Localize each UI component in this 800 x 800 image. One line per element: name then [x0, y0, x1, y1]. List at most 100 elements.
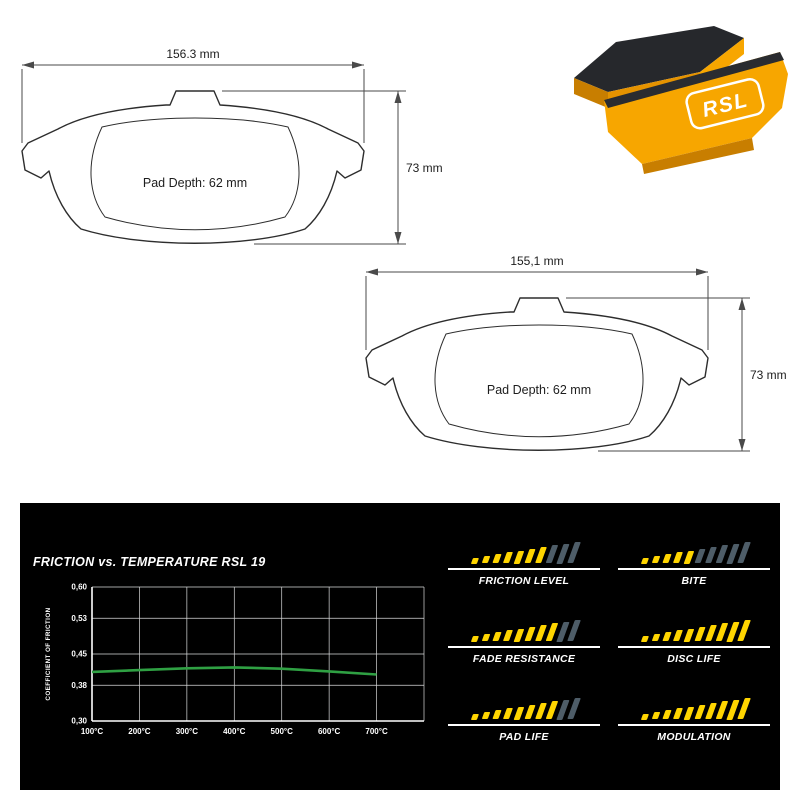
rating-bar-empty [704, 547, 717, 563]
rating-bar-filled [470, 557, 479, 563]
rating-bar-filled [523, 704, 536, 719]
rating-bar-filled [693, 626, 706, 641]
pad-1-depth-label: Pad Depth: 62 mm [143, 176, 247, 190]
performance-panel: FRICTION vs. TEMPERATURE RSL 19 COEFFICI… [20, 503, 780, 790]
chart-title: FRICTION vs. TEMPERATURE RSL 19 [33, 555, 266, 569]
product-photo: RSL [552, 10, 792, 200]
rating-label: FRICTION LEVEL [478, 575, 570, 587]
rating-bars [448, 539, 600, 563]
rating-bar-filled [640, 713, 649, 719]
rating-bar-filled [491, 632, 502, 641]
brake-pads-render: RSL [574, 26, 788, 174]
pad-2-backplate-outline [365, 297, 709, 451]
rating-bite: BITE [618, 539, 770, 587]
rating-bar-filled [470, 635, 479, 641]
rating-bar-filled [661, 554, 672, 563]
rating-bar-filled [513, 628, 524, 641]
rating-friction-level: FRICTION LEVEL [448, 539, 600, 587]
rsl-badge-border [685, 78, 765, 130]
pad-2-drawing-svg: 155,1 mm 73 mm Pad Depth: 62 mm [365, 254, 787, 452]
rating-bar-filled [523, 626, 536, 641]
rating-bar-filled [661, 710, 672, 719]
svg-text:400°C: 400°C [223, 727, 246, 736]
width-dimension: 155,1 mm [365, 254, 709, 350]
rating-bar-filled [693, 704, 706, 719]
rating-bar-filled [534, 703, 547, 719]
rating-underline [448, 724, 600, 726]
svg-text:0,38: 0,38 [71, 681, 87, 690]
friction-temperature-chart: COEFFICIENT OF FRICTION 0,600,530,450,38… [45, 583, 425, 736]
rear-pad-friction-surface [574, 26, 744, 92]
front-brake-pad: RSL [604, 52, 788, 174]
rating-disc-life: DISC LIFE [618, 617, 770, 665]
rear-pad-left-edge [574, 78, 608, 108]
rating-bar-filled [651, 633, 660, 641]
rating-label: DISC LIFE [667, 653, 721, 665]
pad-1-height-label: 73 mm [406, 161, 443, 175]
rating-bar-filled [672, 552, 683, 563]
ratings-grid: FRICTION LEVEL BITE FADE RESISTANCE DISC… [448, 539, 770, 743]
rating-underline [448, 568, 600, 570]
rating-bars [618, 539, 770, 563]
pad-2-width-label: 155,1 mm [510, 254, 563, 268]
rating-bar-filled [640, 635, 649, 641]
rating-bar-empty [715, 545, 728, 563]
height-dimension: 73 mm [566, 297, 787, 452]
rating-bars [618, 695, 770, 719]
rating-underline [448, 646, 600, 648]
rating-bar-empty [545, 545, 558, 563]
rating-underline [618, 646, 770, 648]
front-pad-friction-edge [604, 52, 784, 108]
pad-2-height-label: 73 mm [750, 368, 787, 382]
rating-bar-filled [545, 623, 558, 641]
rating-bar-filled [704, 625, 717, 641]
rating-bar-filled [502, 552, 513, 563]
pad-1-backplate-outline [21, 90, 365, 244]
rating-underline [618, 724, 770, 726]
rating-bars [448, 695, 600, 719]
rating-fade-resistance: FADE RESISTANCE [448, 617, 600, 665]
rating-bar-filled [481, 633, 490, 641]
rating-bars [448, 617, 600, 641]
rating-bar-filled [704, 703, 717, 719]
rating-bar-filled [545, 701, 558, 719]
rating-bar-filled [513, 706, 524, 719]
rating-label: BITE [681, 575, 707, 587]
rating-bar-filled [640, 557, 649, 563]
svg-text:0,45: 0,45 [71, 650, 87, 659]
rating-bar-filled [661, 632, 672, 641]
rating-bar-filled [502, 708, 513, 719]
width-dimension: 156.3 mm [21, 47, 365, 143]
rating-bar-filled [470, 713, 479, 719]
rating-label: PAD LIFE [499, 731, 549, 743]
rating-bars [618, 617, 770, 641]
rating-bar-empty [693, 548, 706, 563]
rating-bar-filled [672, 630, 683, 641]
rating-bar-filled [534, 625, 547, 641]
rating-modulation: MODULATION [618, 695, 770, 743]
svg-text:500°C: 500°C [271, 727, 294, 736]
rating-label: FADE RESISTANCE [472, 653, 576, 665]
rating-underline [618, 568, 770, 570]
svg-text:600°C: 600°C [318, 727, 341, 736]
svg-text:300°C: 300°C [176, 727, 199, 736]
rating-bar-filled [534, 547, 547, 563]
rating-bar-filled [491, 554, 502, 563]
svg-text:0,53: 0,53 [71, 614, 87, 623]
height-dimension: 73 mm [222, 90, 443, 245]
pad-1-width-label: 156.3 mm [166, 47, 219, 61]
rating-bar-filled [715, 701, 728, 719]
rating-bar-filled [683, 628, 694, 641]
rating-bar-filled [715, 623, 728, 641]
pad-1-drawing-svg: 156.3 mm 73 mm Pad Depth: 62 mm [21, 47, 443, 245]
rating-bar-filled [481, 555, 490, 563]
rating-label: MODULATION [657, 731, 731, 743]
rating-bar-filled [651, 711, 660, 719]
rating-bar-filled [523, 548, 536, 563]
rating-bar-filled [481, 711, 490, 719]
rating-bar-filled [683, 550, 694, 563]
svg-text:0,60: 0,60 [71, 583, 87, 592]
rating-bar-filled [491, 710, 502, 719]
